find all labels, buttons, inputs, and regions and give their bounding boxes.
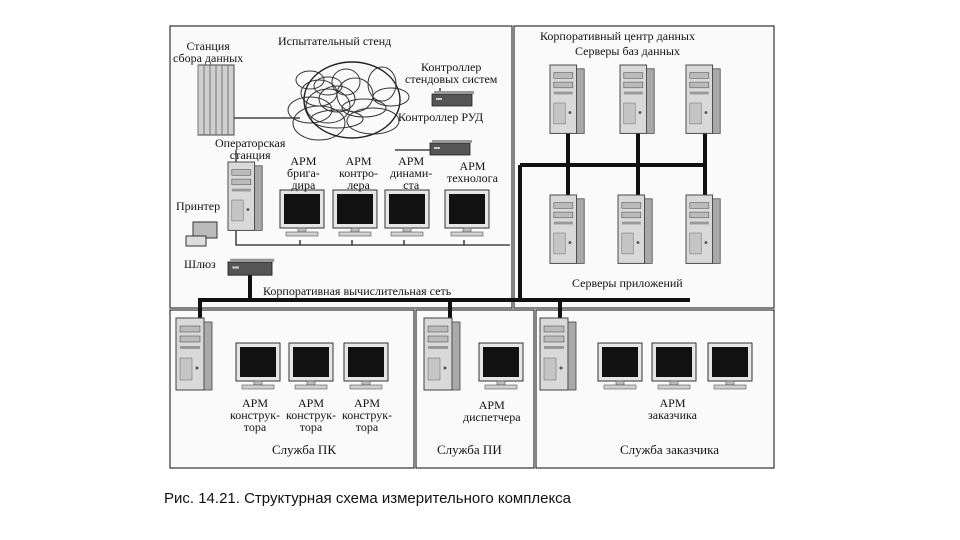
pk-service-label: Служба ПК (272, 442, 336, 457)
customer-service-label: Служба заказчика (620, 442, 719, 457)
arm-dinamist-label: АРМ динами- ста (390, 154, 433, 192)
operator-station-label: Операторская станция (215, 136, 286, 162)
printer-label: Принтер (176, 199, 221, 213)
app-server-2 (617, 194, 653, 264)
printer-device (185, 221, 218, 247)
operator-station-server (227, 161, 263, 231)
engine-part (341, 98, 387, 118)
app-server-1 (549, 194, 585, 264)
test-engine (287, 61, 410, 141)
pk-arm-1-label: АРМ конструк- тора (230, 396, 281, 434)
pi-service-label: Служба ПИ (437, 442, 502, 457)
db-server-2 (619, 64, 655, 134)
devices (175, 61, 753, 391)
engine-part (372, 87, 410, 107)
customer-arm-label: АРМ заказчика (648, 396, 697, 422)
pi-arm-label: АРМ диспетчера (463, 398, 521, 424)
app-servers-label: Серверы приложений (572, 276, 683, 290)
engine-part (331, 68, 361, 96)
network-label: Корпоративная вычислительная сеть (263, 284, 452, 298)
rud-controller-device (429, 139, 473, 156)
station-label: Станция сбора данных (173, 39, 244, 65)
engine-part (318, 85, 356, 113)
figure-caption: Рис. 14.21. Структурная схема измеритель… (164, 490, 572, 507)
pi-server (423, 317, 461, 391)
gateway-device (227, 258, 275, 276)
network-bus (198, 298, 690, 318)
rud-controller-label: Контроллер РУД (398, 110, 484, 124)
customer-server (539, 317, 577, 391)
arm-technolog-label: АРМ технолога (447, 159, 498, 185)
station-rack (197, 64, 235, 136)
engine-part (305, 88, 351, 124)
pk-arm-3-label: АРМ конструк- тора (342, 396, 393, 434)
printer-tray (185, 235, 207, 247)
pk-arm-2-label: АРМ конструк- тора (286, 396, 337, 434)
arm-brigadir-label: АРМ брига- дира (287, 154, 320, 192)
pk-server (175, 317, 213, 391)
app-server-3 (685, 194, 721, 264)
engine-part (292, 105, 346, 141)
db-server-3 (685, 64, 721, 134)
stand-controller-device (431, 90, 475, 107)
engine-outline (303, 61, 401, 139)
engine-part (287, 96, 333, 124)
gateway-label: Шлюз (184, 257, 216, 271)
arm-kontroler-label: АРМ контро- лера (339, 154, 379, 192)
db-servers-label: Серверы баз данных (575, 44, 680, 58)
stand-controller-label: Контроллер стендовых систем (405, 60, 498, 86)
db-server-1 (549, 64, 585, 134)
datacenter-title: Корпоративный центр данных (540, 29, 695, 43)
stand-title: Испытательный стенд (278, 34, 392, 48)
